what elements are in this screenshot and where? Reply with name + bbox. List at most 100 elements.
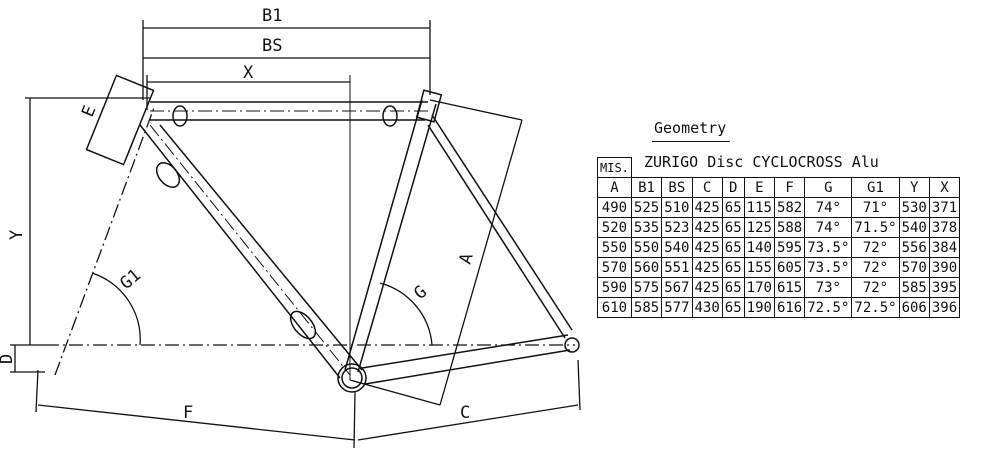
geometry-title: Geometry xyxy=(652,119,731,142)
table-cell: 395 xyxy=(928,277,961,298)
table-cell: 590 xyxy=(597,277,632,298)
table-cell: 560 xyxy=(630,257,663,278)
table-cell: 115 xyxy=(743,197,775,218)
table-cell: 74° xyxy=(804,217,853,238)
column-header: G xyxy=(804,177,853,198)
table-cell: 425 xyxy=(691,257,723,278)
label-f: F xyxy=(183,403,193,423)
table-cell: 510 xyxy=(661,197,693,218)
dimension-labels: B1 BS X Y D E G1 G A F C xyxy=(0,6,478,423)
table-cell: 170 xyxy=(743,277,775,298)
table-cell: 575 xyxy=(630,277,663,298)
table-cell: 490 xyxy=(597,197,632,218)
table-cell: 615 xyxy=(773,277,806,298)
table-cell: 65 xyxy=(721,197,745,218)
table-cell: 550 xyxy=(597,237,632,258)
label-e: E xyxy=(78,103,100,120)
table-cell: 72.5° xyxy=(851,297,900,318)
table-cell: 530 xyxy=(898,197,930,218)
column-header: Y xyxy=(898,177,930,198)
table-cell: 610 xyxy=(597,297,632,318)
table-cell: 384 xyxy=(928,237,961,258)
table-cell: 140 xyxy=(743,237,775,258)
table-cell: 570 xyxy=(898,257,930,278)
column-header: A xyxy=(597,177,632,198)
table-cell: 425 xyxy=(691,197,723,218)
table-cell: 65 xyxy=(721,277,745,298)
table-cell: 72.5° xyxy=(804,297,853,318)
table-cell: 550 xyxy=(630,237,663,258)
column-header: BS xyxy=(661,177,693,198)
table-cell: 71.5° xyxy=(851,217,900,238)
label-y: Y xyxy=(7,230,27,240)
table-cell: 72° xyxy=(851,277,900,298)
table-cell: 71° xyxy=(851,197,900,218)
table-cell: 567 xyxy=(661,277,693,298)
table-cell: 371 xyxy=(928,197,961,218)
table-cell: 430 xyxy=(691,297,723,318)
table-cell: 425 xyxy=(691,217,723,238)
column-header: D xyxy=(721,177,745,198)
table-cell: 525 xyxy=(630,197,663,218)
table-cell: 190 xyxy=(743,297,775,318)
table-cell: 425 xyxy=(691,237,723,258)
table-cell: 74° xyxy=(804,197,853,218)
label-g1: G1 xyxy=(116,265,145,293)
label-c: C xyxy=(460,403,470,423)
column-header: X xyxy=(928,177,961,198)
table-cell: 582 xyxy=(773,197,806,218)
model-name: ZURIGO Disc CYCLOCROSS Alu xyxy=(644,153,879,171)
table-cell: 535 xyxy=(630,217,663,238)
table-cell: 523 xyxy=(661,217,693,238)
table-cell: 65 xyxy=(721,257,745,278)
table-cell: 155 xyxy=(743,257,775,278)
label-g: G xyxy=(410,282,431,304)
column-header: E xyxy=(743,177,775,198)
table-cell: 577 xyxy=(661,297,693,318)
column-header: B1 xyxy=(630,177,663,198)
table-cell: 425 xyxy=(691,277,723,298)
table-cell: 595 xyxy=(773,237,806,258)
table-cell: 606 xyxy=(898,297,930,318)
table-cell: 396 xyxy=(928,297,961,318)
table-cell: 65 xyxy=(721,297,745,318)
table-cell: 73.5° xyxy=(804,257,853,278)
column-header: G1 xyxy=(851,177,900,198)
table-cell: 540 xyxy=(898,217,930,238)
table-cell: 390 xyxy=(928,257,961,278)
table-cell: 588 xyxy=(773,217,806,238)
dimension-lines xyxy=(10,20,581,449)
bike-frame xyxy=(85,74,580,393)
label-bs: BS xyxy=(262,36,282,56)
column-header: F xyxy=(773,177,806,198)
label-a: A xyxy=(456,251,478,266)
table-cell: 605 xyxy=(773,257,806,278)
table-cell: 72° xyxy=(851,257,900,278)
table-cell: 73.5° xyxy=(804,237,853,258)
label-x: X xyxy=(243,63,254,83)
table-cell: 125 xyxy=(743,217,775,238)
table-cell: 73° xyxy=(804,277,853,298)
table-cell: 616 xyxy=(773,297,806,318)
table-cell: 551 xyxy=(661,257,693,278)
table-cell: 585 xyxy=(630,297,663,318)
table-cell: 570 xyxy=(597,257,632,278)
table-cell: 65 xyxy=(721,217,745,238)
table-cell: 72° xyxy=(851,237,900,258)
label-d: D xyxy=(0,354,17,364)
size-label: MIS. xyxy=(597,157,632,178)
table-cell: 520 xyxy=(597,217,632,238)
table-cell: 378 xyxy=(928,217,961,238)
table-cell: 556 xyxy=(898,237,930,258)
label-b1: B1 xyxy=(262,6,282,26)
column-header: C xyxy=(691,177,723,198)
table-cell: 585 xyxy=(898,277,930,298)
